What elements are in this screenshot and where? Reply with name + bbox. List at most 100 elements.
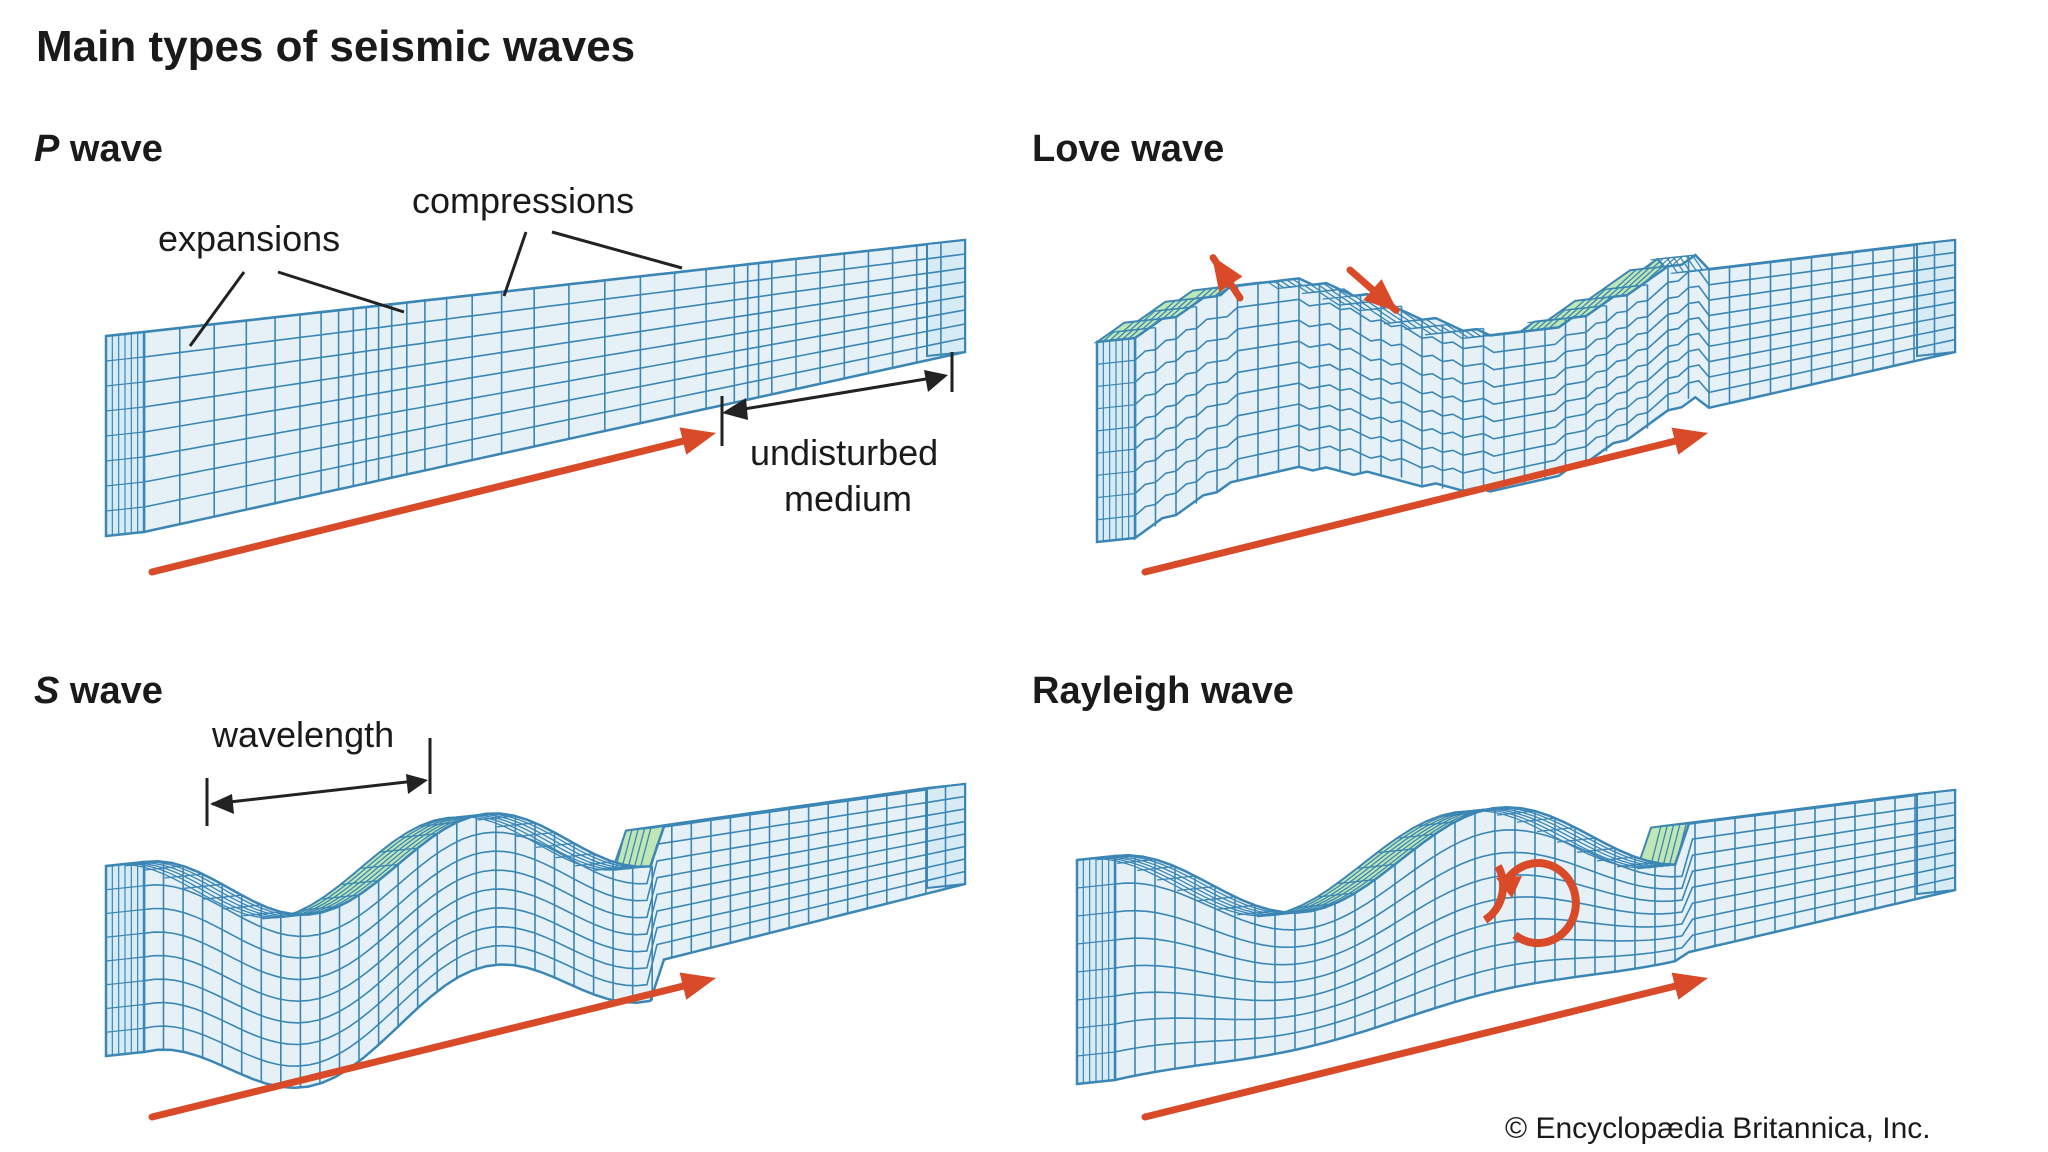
top-grid-col: [418, 821, 457, 827]
top-grid-col: [164, 873, 203, 879]
top-grid-col: [463, 291, 502, 297]
rayleigh-rotation-arc-2: [1482, 864, 1508, 924]
top-grid-col: [907, 786, 946, 792]
love-direction-arrow-head: [1671, 427, 1708, 455]
top-grid-col: [281, 912, 320, 918]
expansions-leader-1: [188, 271, 246, 347]
top-grid-col: [829, 797, 868, 803]
top-grid-col: [1436, 812, 1476, 818]
top-grid-col: [1536, 826, 1576, 833]
s-wave-block: [104, 782, 967, 1121]
page-title: Main types of seismic waves: [36, 22, 636, 71]
top-grid-col: [1316, 892, 1356, 898]
rayleigh-wave-title: Rayleigh wave: [1032, 670, 1294, 712]
top-grid-col: [1117, 326, 1156, 333]
p-wave-block: [104, 238, 967, 576]
top-grid-col: [301, 905, 340, 911]
top-grid-col: [672, 819, 711, 825]
top-grid-col: [360, 863, 399, 870]
top-grid-col: [809, 799, 848, 806]
top-grid-col: [1629, 265, 1669, 271]
expansions-leader-2: [277, 270, 405, 314]
top-grid-col: [1296, 902, 1336, 909]
top-grid-col: [1276, 909, 1316, 915]
label-medium: medium: [784, 478, 913, 519]
top-grid-col: [457, 812, 496, 818]
top-grid-col: [141, 327, 180, 333]
top-grid-col: [1650, 255, 1689, 261]
love-motion-arrow-down-head: [1363, 279, 1398, 312]
top-grid-col: [1158, 305, 1197, 312]
top-grid-col: [1383, 319, 1423, 325]
top-grid-col: [1322, 294, 1361, 300]
top-grid-col: [496, 287, 535, 293]
top-grid-col: [1506, 328, 1546, 334]
top-grid-col: [516, 831, 555, 838]
p-direction-arrow-shaft: [148, 435, 697, 576]
top-grid-col: [653, 822, 692, 828]
label-expansions: expansions: [158, 218, 341, 259]
s-suffix: wave: [59, 670, 163, 712]
top-grid-col: [1616, 862, 1656, 868]
top-grid-col: [203, 894, 242, 900]
top-grid-col: [566, 279, 605, 286]
top-grid-col: [594, 865, 633, 871]
top-grid-col: [1196, 896, 1236, 902]
top-grid-col: [1568, 304, 1607, 311]
p-suffix: wave: [59, 128, 163, 170]
top-grid-col: [1556, 837, 1596, 843]
top-grid-col: [1216, 904, 1256, 910]
wavelength-arrow-left: [210, 794, 234, 814]
top-grid-col: [751, 808, 790, 814]
top-grid-col: [1404, 324, 1443, 330]
top-grid-col: [1588, 294, 1628, 300]
top-grid-col: [1178, 295, 1218, 301]
top-grid-col: [535, 842, 575, 849]
top-grid-col: [1376, 848, 1416, 854]
top-grid-col: [496, 822, 536, 828]
top-grid-col: [1396, 833, 1436, 839]
top-grid-col: [555, 853, 594, 859]
top-grid-col: [1301, 288, 1341, 295]
top-grid-col: [242, 911, 281, 917]
love-direction-arrow-shaft: [1141, 435, 1689, 576]
label-undisturbed: undisturbed: [750, 432, 939, 473]
undisturbed-arrow-right: [924, 370, 948, 392]
top-grid-col: [1281, 283, 1320, 289]
rayleigh-wave-block: [1075, 788, 1957, 1121]
top-grid-col: [379, 847, 418, 853]
top-grid-col: [530, 283, 569, 290]
top-grid-col: [1336, 878, 1376, 885]
top-grid-col: [1896, 791, 1936, 798]
top-grid-col: [1356, 863, 1396, 870]
label-wavelength: wavelength: [212, 714, 395, 755]
top-grid-col: [1445, 327, 1484, 334]
annotations: [188, 230, 954, 826]
p-direction-arrow-head: [679, 427, 716, 455]
rayleigh-direction-arrow-shaft: [1141, 980, 1689, 1121]
love-wave-title: Love wave: [1032, 128, 1225, 170]
top-grid-col: [1137, 316, 1177, 322]
top-grid-col: [1456, 807, 1496, 813]
compressions-leader-1: [502, 231, 528, 297]
label-compressions: compressions: [412, 180, 635, 221]
top-grid-col: [868, 791, 907, 797]
top-grid-col: [176, 323, 215, 329]
copyright-credit: © Encyclopædia Britannica, Inc.: [1505, 1112, 1931, 1145]
top-grid-col: [602, 275, 641, 282]
top-grid-col: [1896, 241, 1935, 248]
undisturbed-span-line: [725, 374, 945, 414]
rayleigh-direction-arrow-head: [1671, 972, 1708, 1000]
love-wave-block: [1093, 238, 1957, 576]
top-grid-col: [1476, 806, 1516, 813]
top-grid-col: [1576, 847, 1616, 853]
rayleigh-rotation-arc: [1501, 859, 1580, 948]
top-grid-col: [1116, 858, 1156, 865]
top-grid-col: [1609, 284, 1648, 290]
wavelength-span-line: [211, 778, 425, 806]
top-grid-col: [1636, 864, 1676, 870]
top-grid-col: [711, 813, 751, 820]
top-grid-col: [1236, 910, 1276, 916]
top-grid-col: [1547, 315, 1587, 321]
